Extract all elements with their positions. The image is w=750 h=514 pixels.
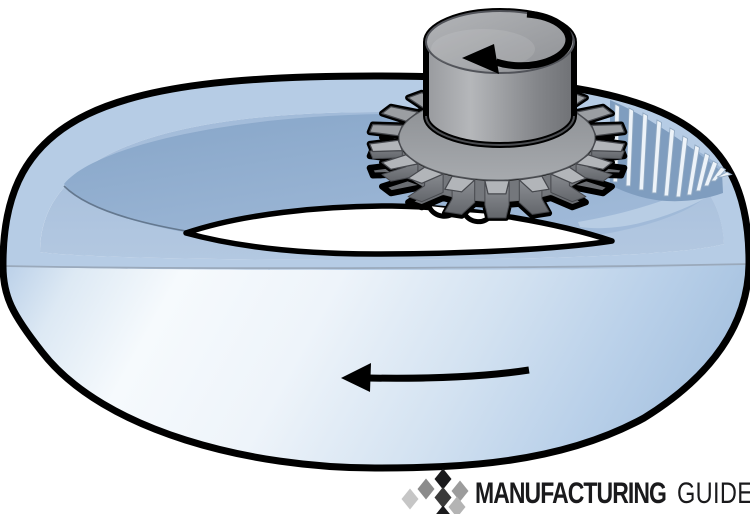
internal-tooth-fin bbox=[703, 160, 719, 187]
gear-tooth bbox=[575, 154, 613, 170]
cutter-spindle bbox=[423, 8, 577, 148]
logo-text-light: GUIDE bbox=[677, 476, 750, 509]
internal-tooth-fin bbox=[638, 112, 648, 191]
cutter-rotation-arrow-icon bbox=[462, 10, 573, 74]
internal-tooth-fin bbox=[651, 119, 662, 194]
internal-tooth-fin bbox=[710, 166, 727, 182]
logo-icon-diamond bbox=[401, 488, 419, 510]
logo-icon-diamond bbox=[417, 478, 435, 500]
internal-tooth-fin bbox=[695, 152, 711, 192]
logo-icon bbox=[401, 468, 469, 514]
logo-text-bold: MANUFACTURING bbox=[475, 476, 666, 509]
ring-front-wall bbox=[3, 264, 749, 468]
internal-tooth-fin bbox=[716, 171, 733, 178]
spindle-bottom-edge bbox=[425, 115, 575, 146]
ring-top-face bbox=[2, 76, 750, 270]
gear-tooth bbox=[369, 139, 403, 153]
gear-tooth bbox=[550, 166, 587, 184]
internal-tooth-fin bbox=[663, 127, 675, 197]
ring-shelf-band bbox=[578, 171, 731, 229]
logo-icon-diamond bbox=[436, 505, 450, 514]
rotation-arrow-arc bbox=[494, 10, 573, 70]
logo-icon-diamond bbox=[434, 487, 452, 508]
gear-tooth bbox=[575, 106, 613, 122]
logo-icon-diamond bbox=[448, 496, 466, 514]
ring-outline bbox=[0, 72, 750, 472]
workpiece-direction-arrow-icon bbox=[341, 363, 530, 392]
ring-front-top-edge bbox=[2, 263, 750, 270]
spindle-top-face bbox=[425, 10, 575, 74]
gear-tooth bbox=[407, 166, 444, 184]
pinion-cutter bbox=[366, 8, 628, 221]
gear-tooth bbox=[591, 139, 625, 153]
gear-tooth bbox=[518, 175, 550, 193]
logo-icon-diamond bbox=[434, 468, 452, 490]
gear-tooth bbox=[444, 175, 476, 193]
internal-tooth-fin bbox=[625, 107, 634, 187]
gear-tooth bbox=[381, 154, 419, 170]
internal-tooth-fin bbox=[686, 144, 700, 196]
gear-tooth bbox=[591, 123, 625, 137]
gear-tooth bbox=[369, 123, 403, 137]
logo: MANUFACTURING GUIDE bbox=[401, 468, 750, 514]
rotation-arrow-head bbox=[462, 44, 499, 74]
gear-tooth bbox=[381, 106, 419, 122]
internal-tooth-fin bbox=[675, 135, 688, 198]
gear-tooth bbox=[484, 180, 510, 195]
logo-icon-diamond bbox=[451, 480, 469, 502]
ring-floor-accent-line bbox=[63, 185, 199, 234]
direction-arrow-shaft bbox=[367, 366, 530, 382]
direction-arrow-head bbox=[341, 363, 371, 392]
